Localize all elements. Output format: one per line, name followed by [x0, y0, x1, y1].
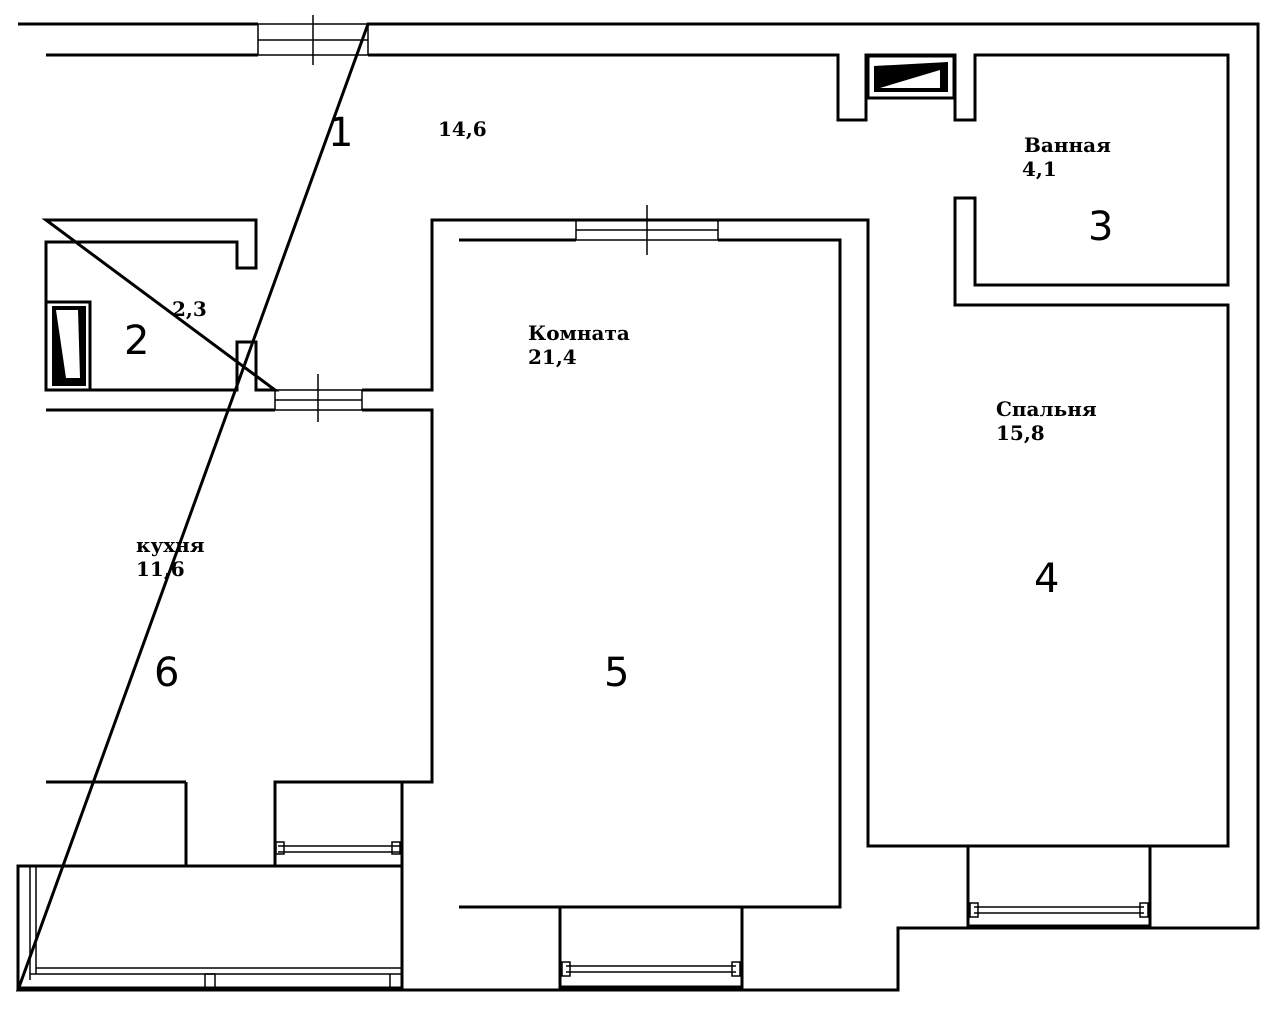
room-4-area: 15,8 — [996, 421, 1045, 445]
room-1-area: 14,6 — [438, 117, 487, 141]
room-5-label: Комната — [528, 321, 630, 345]
living-room-window-top — [575, 205, 719, 255]
room-4-number: 4 — [1034, 556, 1059, 602]
room-3-number: 3 — [1088, 204, 1113, 250]
room2-door — [274, 374, 363, 422]
vent-shaft-top — [866, 54, 956, 100]
kitchen-outline — [18, 408, 434, 868]
room-5-number: 5 — [604, 650, 629, 696]
room-4-label: Спальня — [996, 397, 1097, 421]
bedroom-window — [966, 844, 1152, 928]
room-6-label: кухня — [136, 533, 205, 557]
balcony-left — [16, 864, 404, 990]
room-3-label: Ванная — [1024, 133, 1111, 157]
room-6-area: 11,6 — [136, 557, 185, 581]
living-room-outline — [459, 238, 842, 909]
room-3-area: 4,1 — [1022, 157, 1057, 181]
outer-wall — [15, 22, 1260, 992]
kitchen-window — [275, 841, 401, 855]
living-room-balcony-door — [558, 905, 744, 989]
vent-shaft-room2 — [44, 300, 92, 392]
room-5-area: 21,4 — [528, 345, 577, 369]
corridor-top-window — [257, 15, 369, 65]
corridor-outline — [41, 53, 1230, 848]
room-2-area: 2,3 — [172, 297, 207, 321]
room-1-number: 1 — [328, 110, 353, 156]
room-6-number: 6 — [154, 650, 179, 696]
room-2-number: 2 — [124, 318, 149, 364]
